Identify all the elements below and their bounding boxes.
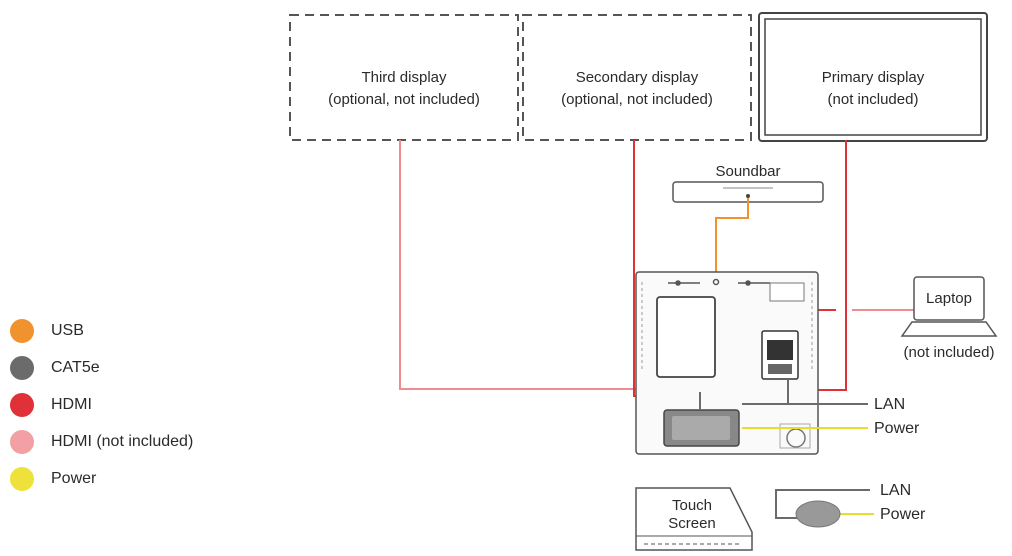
legend-label: USB [51, 321, 84, 339]
primary-display-title: Primary display [822, 69, 925, 86]
third-display-note: (optional, not included) [328, 91, 480, 108]
legend-label: Power [51, 469, 97, 487]
third-display-title: Third display [361, 69, 447, 86]
legend-item: HDMI (not included) [10, 423, 250, 460]
primary-display: Primary display (not included) [758, 12, 988, 142]
third-display: Third display (optional, not included) [289, 14, 519, 141]
laptop-note: (not included) [904, 344, 995, 361]
secondary-display-title: Secondary display [576, 69, 699, 86]
cat5e-cables [699, 379, 870, 519]
control-enclosure [635, 271, 819, 455]
legend-item: CAT5e [10, 349, 250, 386]
touch-lan-label: LAN [880, 482, 911, 499]
legend-swatch [10, 466, 34, 491]
secondary-display: Secondary display (optional, not include… [522, 14, 752, 141]
soundbar-label: Soundbar [715, 163, 780, 180]
laptop-label: Laptop [926, 290, 972, 307]
legend-swatch [10, 318, 34, 343]
legend-item: Power [10, 460, 250, 497]
soundbar: Soundbar [672, 163, 824, 203]
laptop: Laptop (not included) [900, 276, 998, 361]
poe-injector [795, 500, 841, 528]
legend-label: HDMI [51, 395, 92, 413]
power-cables [742, 427, 874, 515]
touch-screen-title-1: Touch [672, 497, 712, 514]
enclosure-lan-label: LAN [874, 396, 905, 413]
legend-swatch [10, 429, 34, 454]
secondary-display-note: (optional, not included) [561, 91, 713, 108]
legend-label: HDMI (not included) [51, 432, 194, 450]
touch-screen-title-2: Screen [668, 515, 716, 532]
enclosure-power-label: Power [874, 420, 920, 437]
legend-swatch [10, 355, 34, 380]
legend-item: HDMI [10, 386, 250, 423]
touch-lan-cable [775, 489, 870, 519]
primary-display-note: (not included) [828, 91, 919, 108]
legend-item: USB [10, 312, 250, 349]
legend-label: CAT5e [51, 358, 100, 376]
third-display-cable [399, 140, 653, 390]
touch-screen: Touch Screen LAN Power [635, 482, 926, 551]
touch-power-label: Power [880, 506, 926, 523]
legend-swatch [10, 392, 34, 417]
